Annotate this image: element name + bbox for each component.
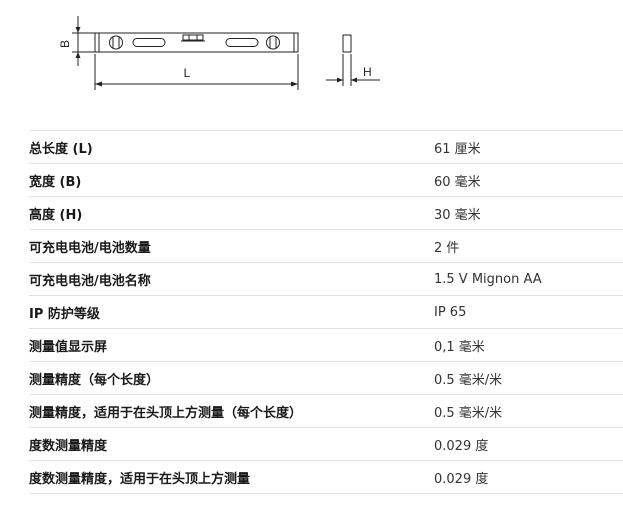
- spec-label: 总长度 (L): [29, 141, 93, 157]
- spec-label: 测量精度（每个长度）: [29, 372, 160, 388]
- spec-label: 测量值显示屏: [29, 339, 108, 355]
- spirit-level-diagram: B L H: [58, 16, 380, 90]
- spec-value: 1.5 V Mignon AA: [434, 271, 542, 287]
- spec-value: 61 厘米: [434, 141, 481, 157]
- spec-value: 30 毫米: [434, 207, 481, 223]
- table-row: 总长度 (L) 61 厘米: [29, 130, 623, 164]
- table-row: 测量值显示屏 0,1 毫米: [29, 328, 623, 362]
- spec-label: 高度 (H): [29, 207, 83, 223]
- spec-value: 60 毫米: [434, 174, 481, 190]
- spec-label: IP 防护等级: [29, 306, 100, 322]
- spec-value: 0.5 毫米/米: [434, 405, 503, 421]
- table-row: 可充电电池/电池数量 2 件: [29, 229, 623, 263]
- table-row: 测量精度，适用于在头顶上方测量（每个长度） 0.5 毫米/米: [29, 394, 623, 428]
- spec-value: 2 件: [434, 240, 460, 256]
- spec-table: 总长度 (L) 61 厘米 宽度 (B) 60 毫米 高度 (H) 30 毫米 可充电…: [29, 130, 623, 494]
- table-row: IP 防护等级 IP 65: [29, 295, 623, 329]
- spec-label: 度数测量精度，适用于在头顶上方测量: [29, 471, 251, 487]
- dim-l-label: L: [184, 66, 191, 80]
- spec-value: 0.029 度: [434, 471, 489, 487]
- dim-b-label: B: [58, 40, 72, 48]
- spec-value: IP 65: [434, 304, 467, 320]
- spec-value: 0.029 度: [434, 438, 489, 454]
- table-row: 高度 (H) 30 毫米: [29, 196, 623, 230]
- spec-value: 0,1 毫米: [434, 339, 485, 355]
- spec-label: 测量精度，适用于在头顶上方测量（每个长度）: [29, 405, 303, 421]
- spec-label: 可充电电池/电池数量: [29, 240, 151, 256]
- spec-label: 度数测量精度: [29, 438, 108, 454]
- spec-value: 0.5 毫米/米: [434, 372, 503, 388]
- table-row: 测量精度（每个长度） 0.5 毫米/米: [29, 361, 623, 395]
- spec-label: 宽度 (B): [29, 174, 82, 190]
- table-row: 度数测量精度 0.029 度: [29, 427, 623, 461]
- dim-h-label: H: [363, 65, 372, 79]
- table-row: 可充电电池/电池名称 1.5 V Mignon AA: [29, 262, 623, 296]
- spec-label: 可充电电池/电池名称: [29, 273, 151, 289]
- table-row: 度数测量精度，适用于在头顶上方测量 0.029 度: [29, 460, 623, 494]
- table-row: 宽度 (B) 60 毫米: [29, 163, 623, 197]
